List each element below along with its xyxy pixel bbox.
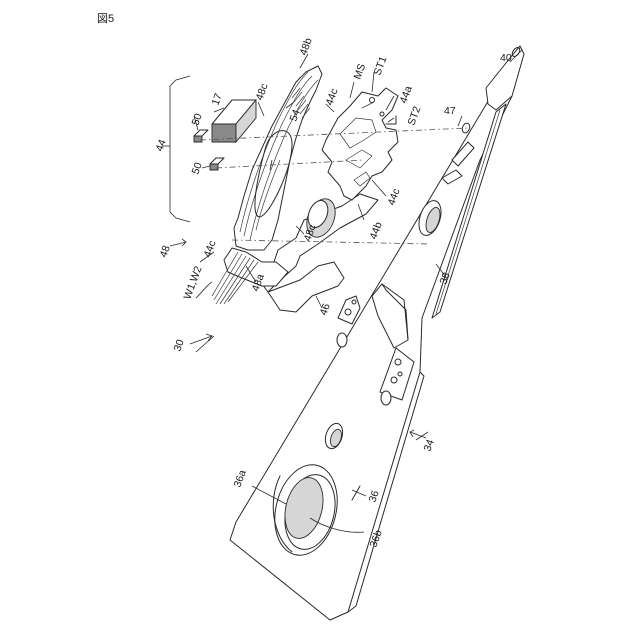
- label-44c-top: 44c: [324, 87, 341, 107]
- label-50-top: 50: [190, 112, 205, 127]
- label-34: 34: [422, 438, 437, 453]
- label-44: 44: [154, 138, 169, 153]
- label-44c-mid: 44c: [386, 187, 403, 207]
- label-st1: ST1: [372, 55, 390, 77]
- label-40: 40: [500, 52, 512, 64]
- label-ms: MS: [352, 62, 369, 81]
- label-46: 46: [318, 302, 333, 317]
- arrow-30: [190, 334, 212, 344]
- label-w1w2: W1,W2: [182, 264, 205, 301]
- label-st2: ST2: [406, 105, 424, 127]
- label-44c-left: 44c: [202, 239, 219, 259]
- wiring-member-48: [212, 66, 322, 304]
- arrow-48: [170, 239, 186, 246]
- label-50-bottom: 50: [190, 161, 205, 176]
- arrow-34: [410, 430, 426, 438]
- label-44a: 44a: [398, 84, 415, 105]
- label-30: 30: [172, 338, 187, 353]
- label-44b: 44b: [368, 220, 385, 241]
- label-48c-top: 48c: [254, 82, 271, 102]
- label-47: 47: [444, 105, 456, 117]
- label-36a: 36a: [232, 468, 249, 489]
- label-17: 17: [210, 92, 225, 107]
- figure-title: 図5: [97, 12, 114, 25]
- bracket-44: [170, 76, 190, 222]
- label-48b: 48b: [298, 36, 315, 57]
